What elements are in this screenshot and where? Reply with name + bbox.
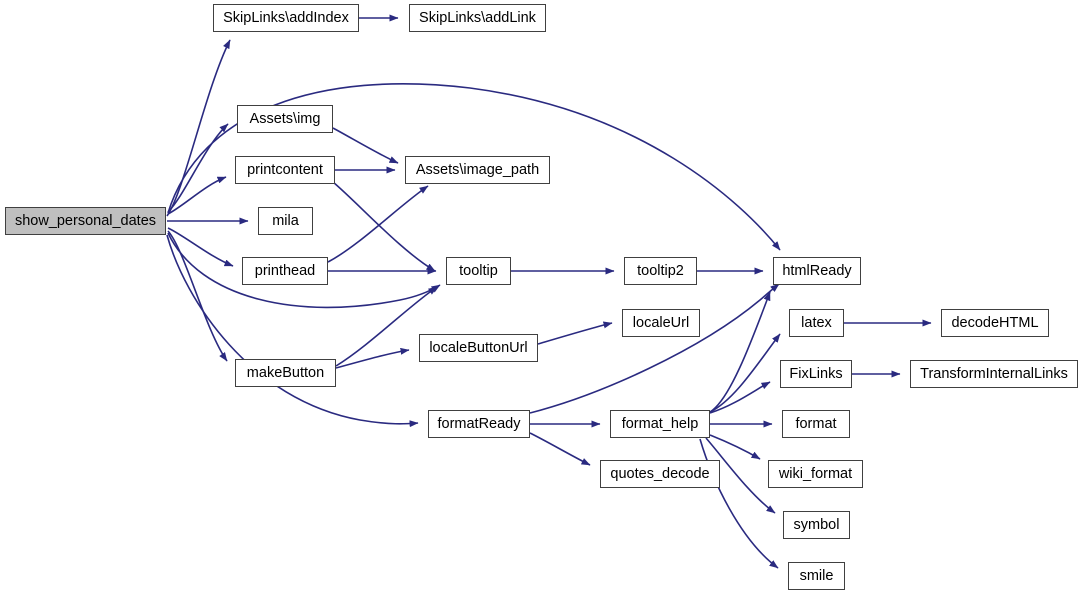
edge-makebutton-to-localebuttonurl <box>335 347 410 369</box>
node-label-latex: latex <box>801 314 832 331</box>
node-label-tooltip2: tooltip2 <box>637 262 684 279</box>
node-tooltip[interactable]: tooltip <box>446 257 511 285</box>
node-makebutton[interactable]: makeButton <box>235 359 336 387</box>
node-label-smile: smile <box>799 567 834 584</box>
node-label-skiplinks_addlink: SkipLinks\addLink <box>419 9 536 26</box>
edge-format_help-to-fixlinks <box>709 381 771 414</box>
edge-show_personal_dates-to-skiplinks_addindex <box>166 39 231 217</box>
node-skiplinks_addlink[interactable]: SkipLinks\addLink <box>409 4 546 32</box>
node-label-skiplinks_addindex: SkipLinks\addIndex <box>223 9 349 26</box>
node-label-makebutton: makeButton <box>246 364 325 381</box>
node-decodehtml[interactable]: decodeHTML <box>941 309 1049 337</box>
edge-show_personal_dates-to-printcontent <box>167 176 227 215</box>
node-wiki_format[interactable]: wiki_format <box>768 460 863 488</box>
edge-show_personal_dates-to-tooltip <box>167 232 441 309</box>
node-latex[interactable]: latex <box>789 309 844 337</box>
node-show_personal_dates[interactable]: show_personal_dates <box>5 207 166 235</box>
node-format_help[interactable]: format_help <box>610 410 710 438</box>
node-label-localeurl: localeUrl <box>632 314 690 331</box>
edge-printcontent-to-tooltip <box>332 181 436 272</box>
node-mila[interactable]: mila <box>258 207 313 235</box>
edge-show_personal_dates-to-htmlready <box>167 83 781 251</box>
node-symbol[interactable]: symbol <box>783 511 850 539</box>
node-label-format_help: format_help <box>621 415 699 432</box>
node-assets_image_path[interactable]: Assets\image_path <box>405 156 550 184</box>
node-formatready[interactable]: formatReady <box>428 410 530 438</box>
edge-show_personal_dates-to-makebutton <box>167 230 228 362</box>
node-label-mila: mila <box>272 212 299 229</box>
node-format[interactable]: format <box>782 410 850 438</box>
node-label-symbol: symbol <box>793 516 840 533</box>
node-label-printcontent: printcontent <box>247 161 323 178</box>
node-transforminternallinks[interactable]: TransformInternalLinks <box>910 360 1078 388</box>
node-label-decodehtml: decodeHTML <box>951 314 1039 331</box>
node-label-transforminternallinks: TransformInternalLinks <box>920 365 1068 382</box>
edge-makebutton-to-tooltip <box>335 286 438 367</box>
edge-printhead-to-assets_image_path <box>327 185 429 263</box>
edge-formatready-to-quotes_decode <box>529 432 591 466</box>
node-label-wiki_format: wiki_format <box>778 465 853 482</box>
edge-format_help-to-symbol <box>705 437 776 514</box>
node-quotes_decode[interactable]: quotes_decode <box>600 460 720 488</box>
edge-format_help-to-smile <box>699 438 779 569</box>
edge-show_personal_dates-to-formatready <box>166 234 419 428</box>
node-label-printhead: printhead <box>254 262 316 279</box>
node-assets_img[interactable]: Assets\img <box>237 105 333 133</box>
edge-format_help-to-htmlready <box>709 291 771 413</box>
node-tooltip2[interactable]: tooltip2 <box>624 257 697 285</box>
node-label-assets_img: Assets\img <box>249 110 321 127</box>
node-label-quotes_decode: quotes_decode <box>610 465 710 482</box>
node-label-htmlready: htmlReady <box>782 262 852 279</box>
node-htmlready[interactable]: htmlReady <box>773 257 861 285</box>
node-printcontent[interactable]: printcontent <box>235 156 335 184</box>
node-smile[interactable]: smile <box>788 562 845 590</box>
node-label-assets_image_path: Assets\image_path <box>415 161 540 178</box>
node-label-formatready: formatReady <box>437 415 521 432</box>
node-label-show_personal_dates: show_personal_dates <box>14 212 157 229</box>
edge-localebuttonurl-to-localeurl <box>537 321 613 345</box>
node-localeurl[interactable]: localeUrl <box>622 309 700 337</box>
edge-format_help-to-wiki_format <box>709 434 761 460</box>
edge-show_personal_dates-to-assets_img <box>167 123 229 213</box>
node-localebuttonurl[interactable]: localeButtonUrl <box>419 334 538 362</box>
edge-assets_img-to-assets_image_path <box>332 127 399 164</box>
edge-format_help-to-latex <box>709 333 781 413</box>
node-printhead[interactable]: printhead <box>242 257 328 285</box>
node-fixlinks[interactable]: FixLinks <box>780 360 852 388</box>
node-label-localebuttonurl: localeButtonUrl <box>429 339 528 356</box>
edge-show_personal_dates-to-printhead <box>167 227 234 267</box>
edge-formatready-to-htmlready <box>529 283 780 414</box>
node-label-format: format <box>795 415 837 432</box>
node-label-tooltip: tooltip <box>459 262 498 279</box>
node-label-fixlinks: FixLinks <box>789 365 843 382</box>
node-skiplinks_addindex[interactable]: SkipLinks\addIndex <box>213 4 359 32</box>
